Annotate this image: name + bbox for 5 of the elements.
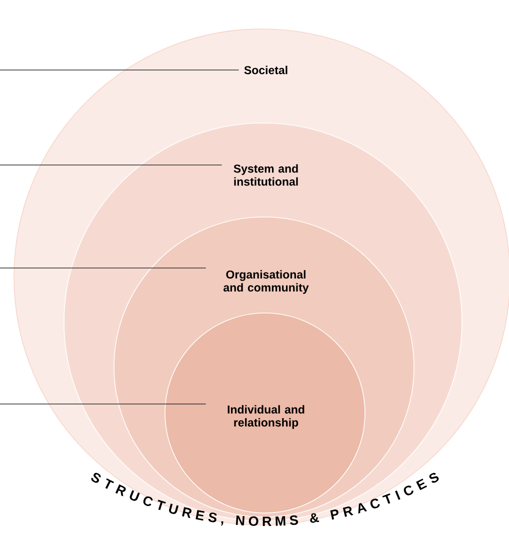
band-label: Societal — [244, 66, 288, 74]
band-label: System and institutional — [234, 164, 298, 186]
band-label: Individual and relationship — [228, 405, 304, 429]
band-label: Organisational and community — [224, 270, 309, 294]
leader-line — [0, 164, 222, 166]
